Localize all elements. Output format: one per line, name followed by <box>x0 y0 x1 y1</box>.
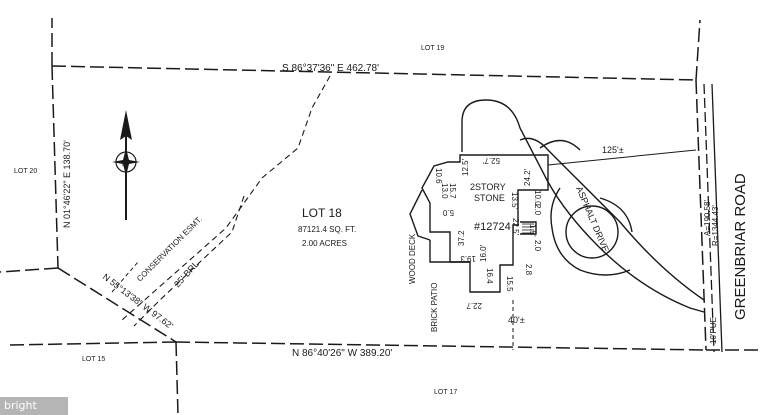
lot-15-label: LOT 15 <box>82 356 105 363</box>
lot-17-label: LOT 17 <box>434 389 457 396</box>
dim-15-7: 15.7 <box>448 183 457 199</box>
watermark-logo: bright <box>0 397 68 415</box>
dim-22-7: 22.7 <box>466 301 482 310</box>
dim-15-5: 15.5 <box>505 276 514 292</box>
dim-2-0-a: 2.0 <box>533 204 542 216</box>
dim-13-5: 13.5' <box>510 192 519 210</box>
lot-boundaries <box>0 18 760 415</box>
dim-10-0: 10.0 <box>533 190 542 206</box>
setback-125-label: 125'± <box>602 145 624 155</box>
house-dimensions: 52.7' 12.5' 10.6 13.0 15.7 5.0 24.2' 10.… <box>434 156 542 310</box>
dim-12-5: 12.5' <box>461 158 470 176</box>
curve-arc-label: A=190.58' <box>703 200 712 236</box>
dim-1-5: 1.5' <box>528 224 537 237</box>
north-letter: N <box>122 161 127 168</box>
dimension-lines <box>512 149 697 350</box>
dim-52-7: 52.7' <box>482 156 500 165</box>
south-bearing-label: N 86°40'26" W 389.20' <box>292 348 392 359</box>
dim-2-0-b: 2.0 <box>533 240 542 252</box>
dim-16-4: 16.4 <box>485 268 494 284</box>
dim-10-6: 10.6 <box>434 168 443 184</box>
house-footprint <box>409 154 549 293</box>
house-number-label: #12724 <box>474 221 511 233</box>
dim-37-2: 37.2 <box>457 230 466 246</box>
brick-patio-label: BRICK PATIO <box>430 283 439 333</box>
lot-19-label: LOT 19 <box>421 45 444 52</box>
dim-22-5: 22.5' <box>511 218 520 236</box>
dim-16-0: 16.0' <box>479 244 488 262</box>
lot-20-label: LOT 20 <box>14 168 37 175</box>
road-lines <box>703 83 723 353</box>
north-bearing-label: S 86°37'36" E 462.78' <box>282 63 379 74</box>
dim-24-2: 24.2' <box>523 168 532 186</box>
dim-19-3: 19.3 <box>460 254 476 263</box>
dim-13-0: 13.0 <box>440 183 449 199</box>
wood-deck-label: WOOD DECK <box>408 233 417 284</box>
north-arrow-icon: N <box>112 110 140 220</box>
setback-40-label: 40'± <box>508 315 525 325</box>
house-material-label: STONE <box>474 193 505 203</box>
stair-hatching <box>522 223 534 234</box>
curve-radius-label: R=1344.43' <box>711 205 720 246</box>
pue-label: 10'PUE <box>709 317 718 344</box>
lot-18-title: LOT 18 <box>302 206 342 220</box>
house-type-label: 2STORY <box>470 182 506 192</box>
conservation-easement-lines <box>121 75 331 327</box>
asphalt-drive <box>461 99 705 313</box>
road-name-label: GREENBRIAR ROAD <box>732 173 749 320</box>
dim-2-8: 2.8 <box>524 264 533 276</box>
lot-area-sqft: 87121.4 SQ. FT. <box>298 225 356 234</box>
west-bearing-label: N 01°46'22" E 138.70' <box>62 140 72 228</box>
lot-area-acres: 2.00 ACRES <box>302 239 347 248</box>
dim-5-0: 5.0 <box>442 208 454 217</box>
